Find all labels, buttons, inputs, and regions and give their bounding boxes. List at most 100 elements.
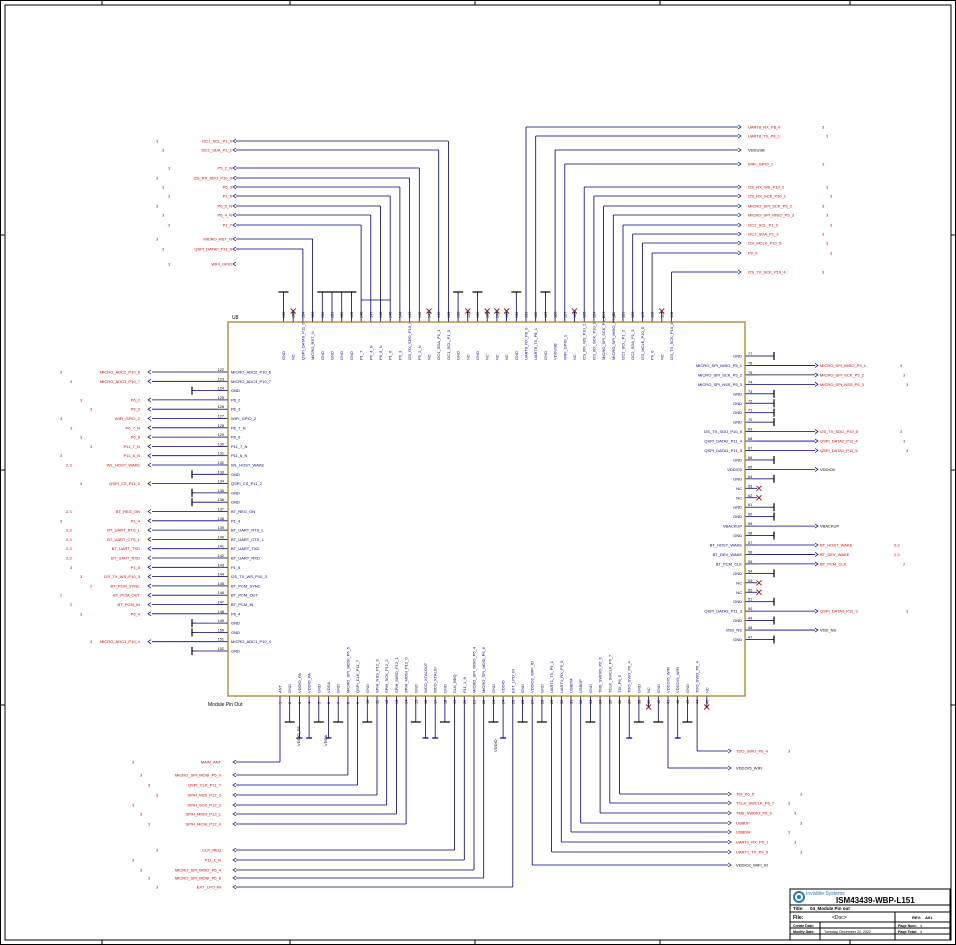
page-ref: 3 [156, 204, 159, 209]
net-name: P6_7_N [126, 425, 141, 430]
net-name: MICRO_ADC3_P10_7 [100, 379, 141, 384]
net-label-top-left: QSPI_DATA0_P11_63 [162, 247, 237, 252]
module-caption: Module Pin Out [208, 702, 243, 708]
pin-number: 74 [748, 380, 752, 384]
pin-name: GND [231, 500, 240, 505]
offpage-arrow [737, 203, 742, 209]
net-labels-layer: I2C1_SCL_P1_03I2C1_SDA_P1_13P5_2_N3I2S_R… [60, 125, 909, 890]
pin-name: MICRO_SPI_MISO_P5_3 [611, 313, 616, 360]
pin-number: 128 [218, 424, 224, 428]
net-label-left: WIFI_GPIO_23 [60, 416, 152, 421]
net-name: QSPI_CS_P11_2 [109, 481, 141, 486]
net-label-left: P11_6_N3 [60, 453, 152, 458]
no-connect-mark [756, 494, 762, 501]
pin-number: 139 [218, 526, 224, 530]
offpage-arrow [737, 147, 742, 153]
pin-number: 7 [337, 702, 341, 704]
page-ref: 3 [822, 125, 825, 130]
page-ref: 3 [830, 251, 833, 256]
pin-number: 22 [482, 700, 486, 704]
ground-icon [517, 718, 528, 723]
net-label-right: VBACKUP [814, 524, 839, 529]
pin-name: UART1_TX_P9_1 [549, 660, 554, 693]
page-ref: 2,3 [894, 543, 900, 548]
pin-name: GND [456, 351, 461, 360]
net-label-left: QSPI_CS_P11_23 [80, 481, 152, 486]
pin-number: 133 [505, 312, 509, 318]
pin-name: GND [475, 351, 480, 360]
net-label-bottom-right: VDD2V5_WIFI [727, 766, 762, 771]
net-label-left: BT_UART_CTS_L2,3 [66, 537, 152, 542]
pin-number: 140 [437, 312, 441, 318]
offpage-arrow [147, 434, 152, 440]
pin-number: 137 [466, 312, 470, 318]
offpage-arrow [814, 448, 819, 453]
pin-name: GND [231, 630, 240, 635]
net-name: CLK_REQ [202, 848, 221, 853]
ground-icon [278, 291, 289, 296]
pin-name: UART8_TX_P8_1 [533, 327, 538, 360]
page-ref: 2,3 [66, 556, 72, 561]
pin-name: WIFI_GPIO_1 [562, 334, 567, 360]
page-ref: 3 [80, 435, 83, 440]
company-name: Invisible Systems [806, 891, 845, 897]
pin-name: QSPI_DATA3_P11_3 [704, 609, 742, 614]
offpage-arrow [232, 811, 237, 817]
pin-number: 31 [570, 700, 574, 704]
pin-name: P11_7_N [231, 444, 247, 449]
offpage-arrow [737, 193, 742, 199]
page-ref: 3 [162, 185, 165, 190]
pin-number: 75 [748, 371, 752, 375]
net-name: VDDIO2_WIFI_IO [736, 863, 768, 868]
offpage-arrow [727, 829, 732, 835]
pin-name: VDD_NS [726, 628, 743, 633]
net-name: QSPI_DATA2_P11_4 [820, 439, 858, 444]
pin-name: GND [349, 351, 354, 360]
pin-number: 131 [525, 312, 529, 318]
pin-number: 28 [540, 700, 544, 704]
net-name: I2C1_SDA_P1_1 [202, 148, 233, 153]
ground-icon [770, 389, 775, 398]
net-name: BT_PCM_OUT [113, 593, 140, 598]
net-label-left: MICRO_ADC3_P10_73 [70, 379, 152, 384]
pin-name: CLK_REQ [452, 674, 457, 693]
file-label: File: [793, 915, 804, 921]
nc-stroke-b [426, 308, 432, 314]
pin-name: MICRO_SPI_NSS_P5_3 [698, 382, 743, 387]
ground-icon [770, 455, 775, 464]
pin-number: 49 [748, 617, 752, 621]
pin-name: NC [291, 354, 296, 360]
net-label-top-left: P6_33 [162, 185, 237, 190]
pin-name: I2S_RX_SDO_P10_0 [407, 321, 412, 360]
net-name: I2C1_SCL_P1_0 [202, 139, 233, 144]
offpage-arrow [737, 250, 742, 256]
